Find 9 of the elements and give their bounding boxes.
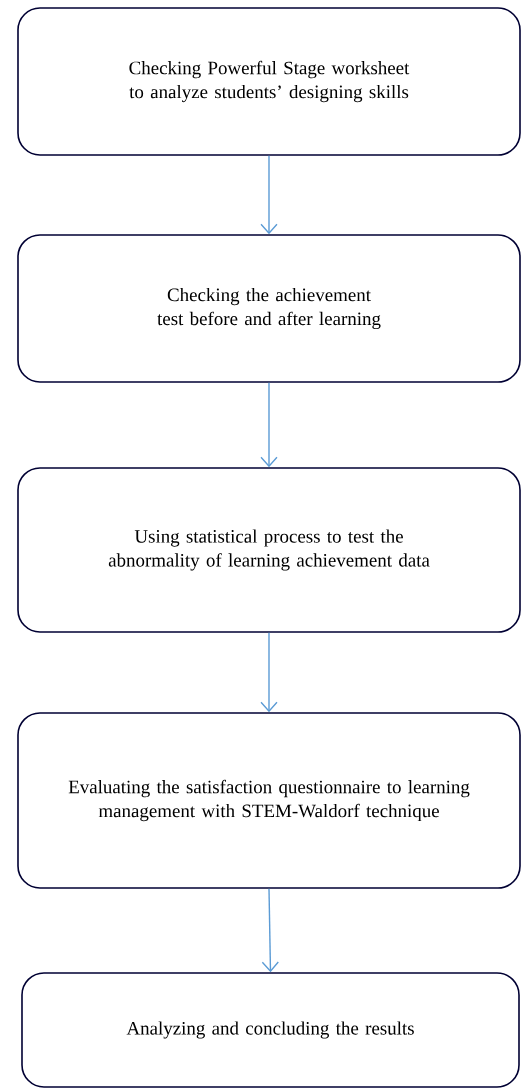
process-box: Checking the achievement test before and after learning <box>17 234 521 383</box>
process-box: Using statistical process to test the abnormality of learning achievement data <box>17 467 521 633</box>
arrow <box>261 888 279 973</box>
arrow <box>260 382 278 468</box>
arrow <box>260 632 278 713</box>
process-box: Checking Powerful Stage worksheet to analyze students’ designing skills <box>17 7 521 156</box>
process-box: Evaluating the satisfaction questionnaire to learning management with STEM-Waldorf technique <box>17 712 521 889</box>
arrow <box>260 155 278 235</box>
process-box: Analyzing and concluding the results <box>21 972 520 1088</box>
